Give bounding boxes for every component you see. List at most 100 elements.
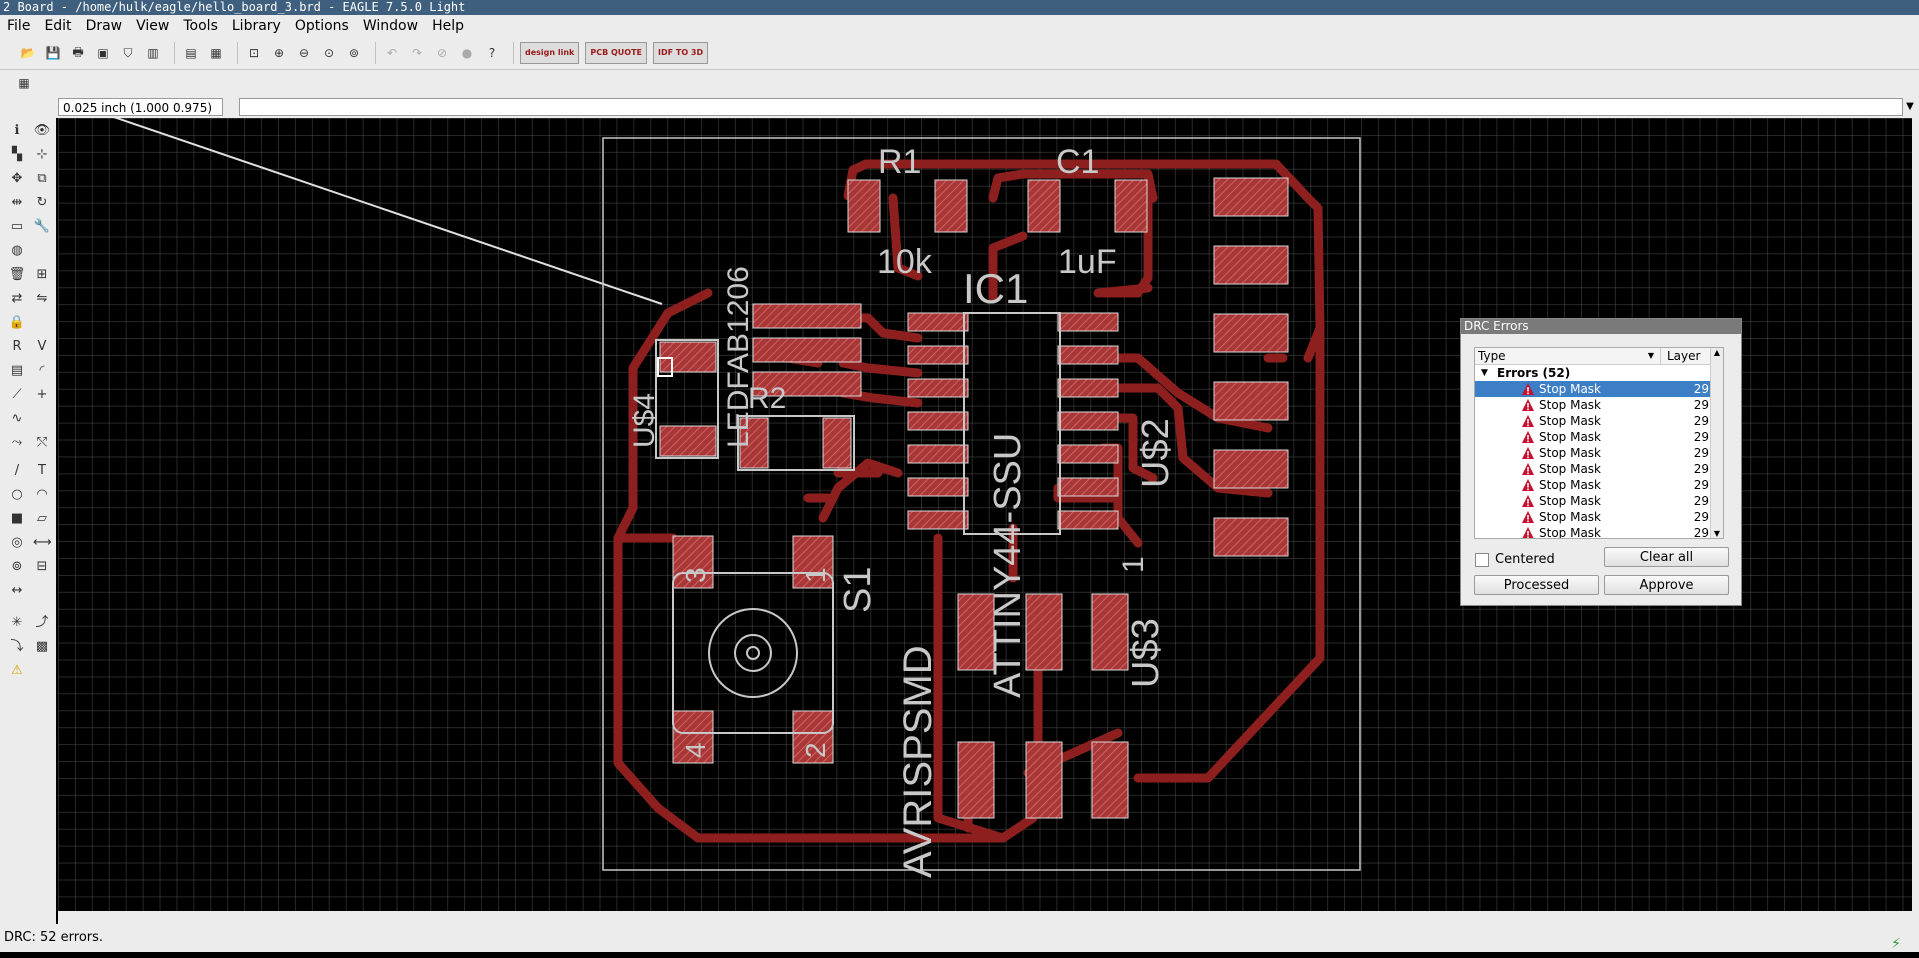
approve-button[interactable]: Approve [1604,575,1729,595]
via-icon[interactable]: ◎ [11,535,23,550]
polygon-icon[interactable]: ▱ [37,511,47,526]
command-input[interactable] [239,98,1903,116]
menu-help[interactable]: Help [432,18,464,34]
menu-library[interactable]: Library [231,18,281,34]
display-icon[interactable]: ▚ [12,147,22,162]
processed-button[interactable]: Processed [1474,575,1599,595]
menu-draw[interactable]: Draw [85,18,123,34]
open-icon[interactable]: 📂 [20,46,36,60]
group-icon[interactable]: ▭ [10,219,24,234]
expand-icon[interactable]: ▼ [1481,368,1488,378]
chevron-down-icon[interactable]: ▼ [1906,101,1914,112]
toolbar-divider [174,42,175,64]
menu-options[interactable]: Options [294,18,349,34]
dimension-icon[interactable]: ↔ [11,583,23,598]
column-layer[interactable]: Layer [1667,349,1701,363]
move-icon[interactable]: ✥ [11,171,23,186]
delete-icon[interactable]: 🗑 [8,267,26,282]
clear-all-button[interactable]: Clear all [1604,547,1729,567]
error-icon [1522,511,1534,523]
label-ic1: IC1 [963,265,1028,312]
wire-icon[interactable]: / [14,463,20,478]
copy-icon[interactable]: ⧉ [37,171,47,186]
menu-tools[interactable]: Tools [183,18,218,34]
ripup-icon[interactable]: ⤲ [36,435,48,450]
idf-to-3d-button[interactable]: IDF TO 3D [653,42,709,64]
undo-icon[interactable]: ↶ [386,46,398,60]
zoom-in-icon[interactable]: ⊕ [273,46,285,60]
centered-checkbox[interactable]: Centered [1475,552,1555,567]
optimize-icon[interactable]: + [36,387,48,402]
checkbox-box[interactable] [1475,552,1489,567]
show-icon[interactable]: 👁 [33,123,51,138]
menu-window[interactable]: Window [362,18,419,34]
drc-error-group[interactable]: ▼Errors (52) [1475,365,1723,381]
lock-icon[interactable]: 🔒 [8,315,26,330]
stop-icon[interactable]: ⊘ [436,46,448,60]
rotate-icon[interactable]: ↻ [36,195,48,210]
replace-icon[interactable]: ⇄ [11,291,23,306]
miter-icon[interactable]: ◜ [39,363,45,378]
horizontal-scrollbar[interactable] [58,911,1912,924]
schematic-icon[interactable]: ▤ [185,46,197,60]
vertical-scrollbar[interactable] [1912,118,1919,924]
erc-icon[interactable]: ⤵ [10,639,24,654]
pcb-quote-button[interactable]: PCB QUOTE [585,42,648,64]
redo-icon[interactable]: ↷ [411,46,423,60]
menu-edit[interactable]: Edit [44,18,72,34]
zoom-select-icon[interactable]: ⊚ [348,46,360,60]
name-icon[interactable]: R [12,339,22,354]
go-icon[interactable]: ● [461,46,473,60]
autorouter-icon[interactable]: ⤴ [35,615,49,630]
drc-icon[interactable]: ▩ [35,639,49,654]
help-icon[interactable]: ? [488,46,496,60]
change-icon[interactable]: 🔧 [33,219,51,234]
drc-list-scrollbar[interactable]: ▲▼ [1710,348,1723,538]
signal-icon[interactable]: ⟷ [33,535,52,550]
smash-icon[interactable]: ▤ [10,363,24,378]
circle-icon[interactable]: ○ [11,487,23,502]
column-type[interactable]: Type [1478,349,1506,363]
hole-icon[interactable]: ⊚ [11,559,23,574]
board-icon[interactable]: ▦ [210,46,222,60]
add-icon[interactable]: ⊞ [36,267,48,282]
split-icon[interactable]: ⟋ [12,387,22,402]
print-icon[interactable]: 🖶 [72,44,84,59]
paste-icon[interactable]: ◍ [11,243,23,258]
zoom-redraw-icon[interactable]: ⊙ [323,46,335,60]
cam-icon[interactable]: ▣ [97,46,109,60]
grid-icon[interactable]: ▦ [18,76,30,90]
attribute-icon[interactable]: ⊟ [36,559,48,574]
arc-icon[interactable]: ◠ [36,487,48,502]
menu-view[interactable]: View [136,18,170,34]
info-icon[interactable]: ℹ [14,123,20,138]
value-icon[interactable]: V [37,339,47,354]
mirror-icon[interactable]: ⇹ [11,195,23,210]
zoom-out-icon[interactable]: ⊖ [298,46,310,60]
ratsnest-icon[interactable]: ✳ [11,615,23,630]
pinswap-icon[interactable]: ⇋ [36,291,48,306]
mark-icon[interactable]: ⊹ [36,147,48,162]
warning-icon[interactable]: ⚠ [11,663,23,678]
ulp-icon[interactable]: ▥ [147,46,159,60]
script-icon[interactable]: ⛉ [123,45,133,60]
meander-icon[interactable]: ∿ [11,411,23,426]
zoom-fit-icon[interactable]: ⊡ [248,46,260,60]
save-icon[interactable]: 💾 [45,46,61,60]
design-link-button[interactable]: design link [520,42,580,64]
menu-file[interactable]: File [7,18,31,34]
rect-icon[interactable]: ■ [10,511,24,526]
text-icon[interactable]: T [38,463,46,478]
route-icon[interactable]: ⤳ [11,435,23,450]
